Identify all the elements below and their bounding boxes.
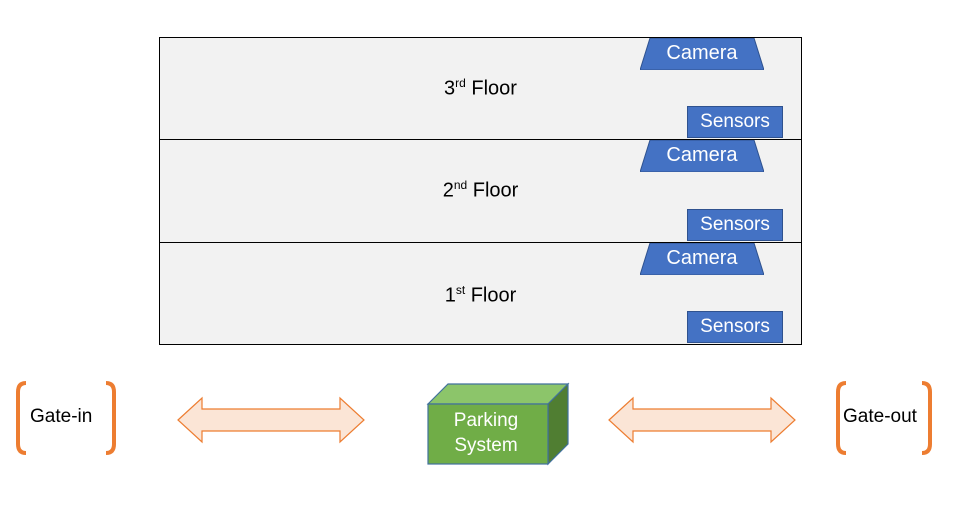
floor-2: 2nd Floor Camera Sensors	[159, 139, 802, 243]
camera-label: Camera	[666, 144, 738, 166]
sensors-floor-3: Sensors	[687, 106, 783, 138]
double-arrow-icon	[177, 396, 365, 444]
double-arrow-icon	[608, 396, 796, 444]
sensors-label: Sensors	[700, 111, 770, 132]
sensors-floor-1: Sensors	[687, 311, 783, 343]
left-bracket-icon	[16, 381, 27, 455]
floor-1-label: 1st Floor	[444, 283, 517, 307]
cube-icon	[426, 382, 570, 466]
right-bracket-icon	[921, 381, 932, 455]
floor-2-label: 2nd Floor	[442, 178, 519, 202]
sensors-label: Sensors	[700, 214, 770, 235]
parking-system-label: Parking System	[453, 410, 519, 456]
left-bracket-icon	[836, 381, 847, 455]
camera-floor-3: Camera	[640, 38, 764, 70]
sensors-floor-2: Sensors	[687, 209, 783, 241]
sensors-label: Sensors	[700, 316, 770, 337]
camera-floor-1: Camera	[640, 243, 764, 275]
gate-in: Gate-in	[14, 380, 120, 456]
camera-label: Camera	[666, 42, 738, 64]
floor-3: 3rd Floor Camera Sensors	[159, 37, 802, 140]
floor-1: 1st Floor Camera Sensors	[159, 242, 802, 345]
gate-out-label: Gate-out	[843, 406, 917, 427]
right-bracket-icon	[105, 381, 116, 455]
gate-in-label: Gate-in	[30, 406, 93, 427]
camera-label: Camera	[666, 247, 738, 269]
gate-out: Gate-out	[834, 380, 940, 456]
parking-system-box: Parking System	[426, 382, 572, 468]
camera-floor-2: Camera	[640, 140, 764, 172]
floor-3-label: 3rd Floor	[444, 76, 517, 100]
